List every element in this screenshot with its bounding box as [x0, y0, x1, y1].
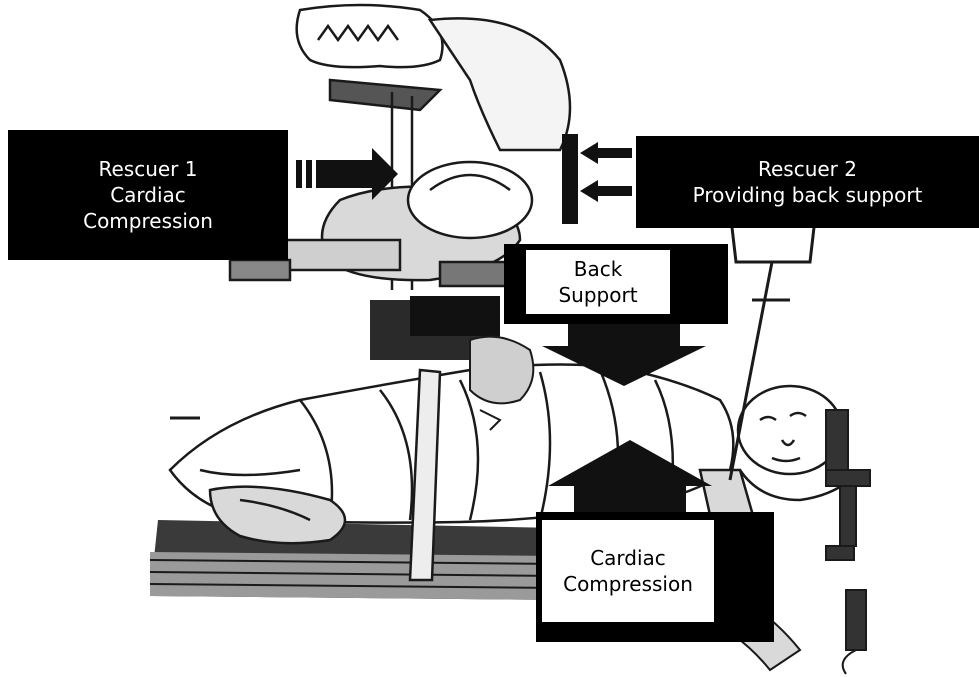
rescuer1-line-2: Cardiac [110, 182, 186, 208]
rescuer2-line-1: Rescuer 2 [758, 156, 857, 182]
cardiac-compression-line-1: Cardiac [590, 545, 666, 571]
rescuer1-label: Rescuer 1 Cardiac Compression [8, 130, 288, 260]
rescuer1-line-1: Rescuer 1 [98, 156, 197, 182]
cardiac-compression-label: Cardiac Compression [542, 520, 714, 622]
back-support-line-1: Back [574, 256, 623, 282]
rescuer2-arrows [562, 134, 632, 224]
rescuer2-line-2: Providing back support [693, 182, 923, 208]
rescuer1-line-3: Compression [83, 208, 213, 234]
cardiac-compression-line-2: Compression [563, 571, 693, 597]
back-support-line-2: Support [558, 282, 637, 308]
back-support-label: Back Support [526, 250, 670, 314]
rescuer2-label: Rescuer 2 Providing back support [636, 136, 979, 228]
